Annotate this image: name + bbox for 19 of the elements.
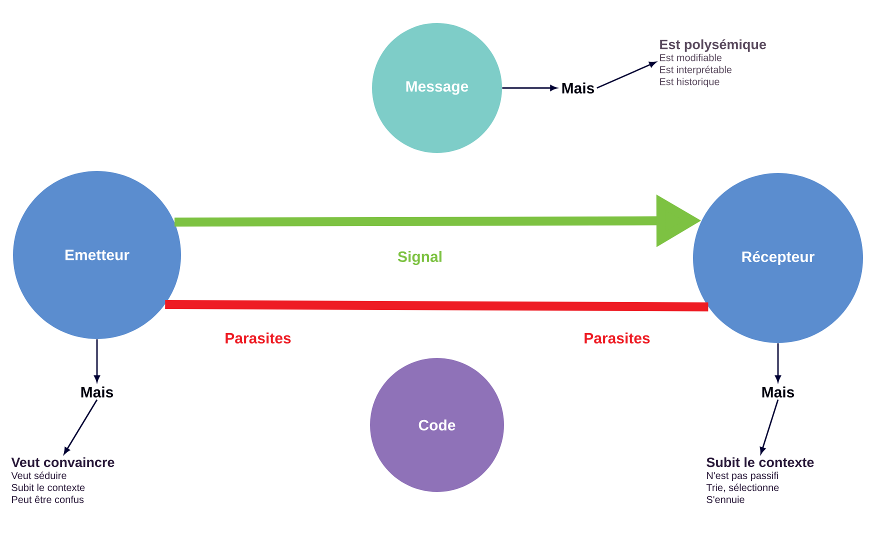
word-label: Mais — [762, 386, 794, 398]
word-label: Mais — [562, 82, 594, 94]
circle-node: Emetteur — [13, 171, 181, 339]
noise-label: Parasites — [226, 332, 291, 344]
arrow — [94, 339, 100, 382]
arrow — [502, 85, 558, 91]
arrow — [775, 343, 781, 382]
noise-label: Parasites — [584, 332, 650, 344]
circle-node: Récepteur — [693, 173, 863, 343]
arrow — [596, 62, 656, 89]
text-list: Veut convaincre Veut séduire Subit le contexte Peut être confus — [11, 457, 114, 504]
word-label: Mais — [81, 386, 114, 398]
arrow — [64, 399, 98, 454]
edge-label: Signal — [398, 250, 442, 266]
circle-node: Message — [372, 23, 502, 153]
arrow — [760, 400, 779, 454]
circle-node: Code — [370, 358, 504, 492]
text-list: Subit le contexte N'est pas passifi Trie, sélectionne S'ennuie — [706, 457, 814, 504]
text-list: Est polysémique Est modifiable Est interprétable Est historique — [660, 39, 766, 88]
